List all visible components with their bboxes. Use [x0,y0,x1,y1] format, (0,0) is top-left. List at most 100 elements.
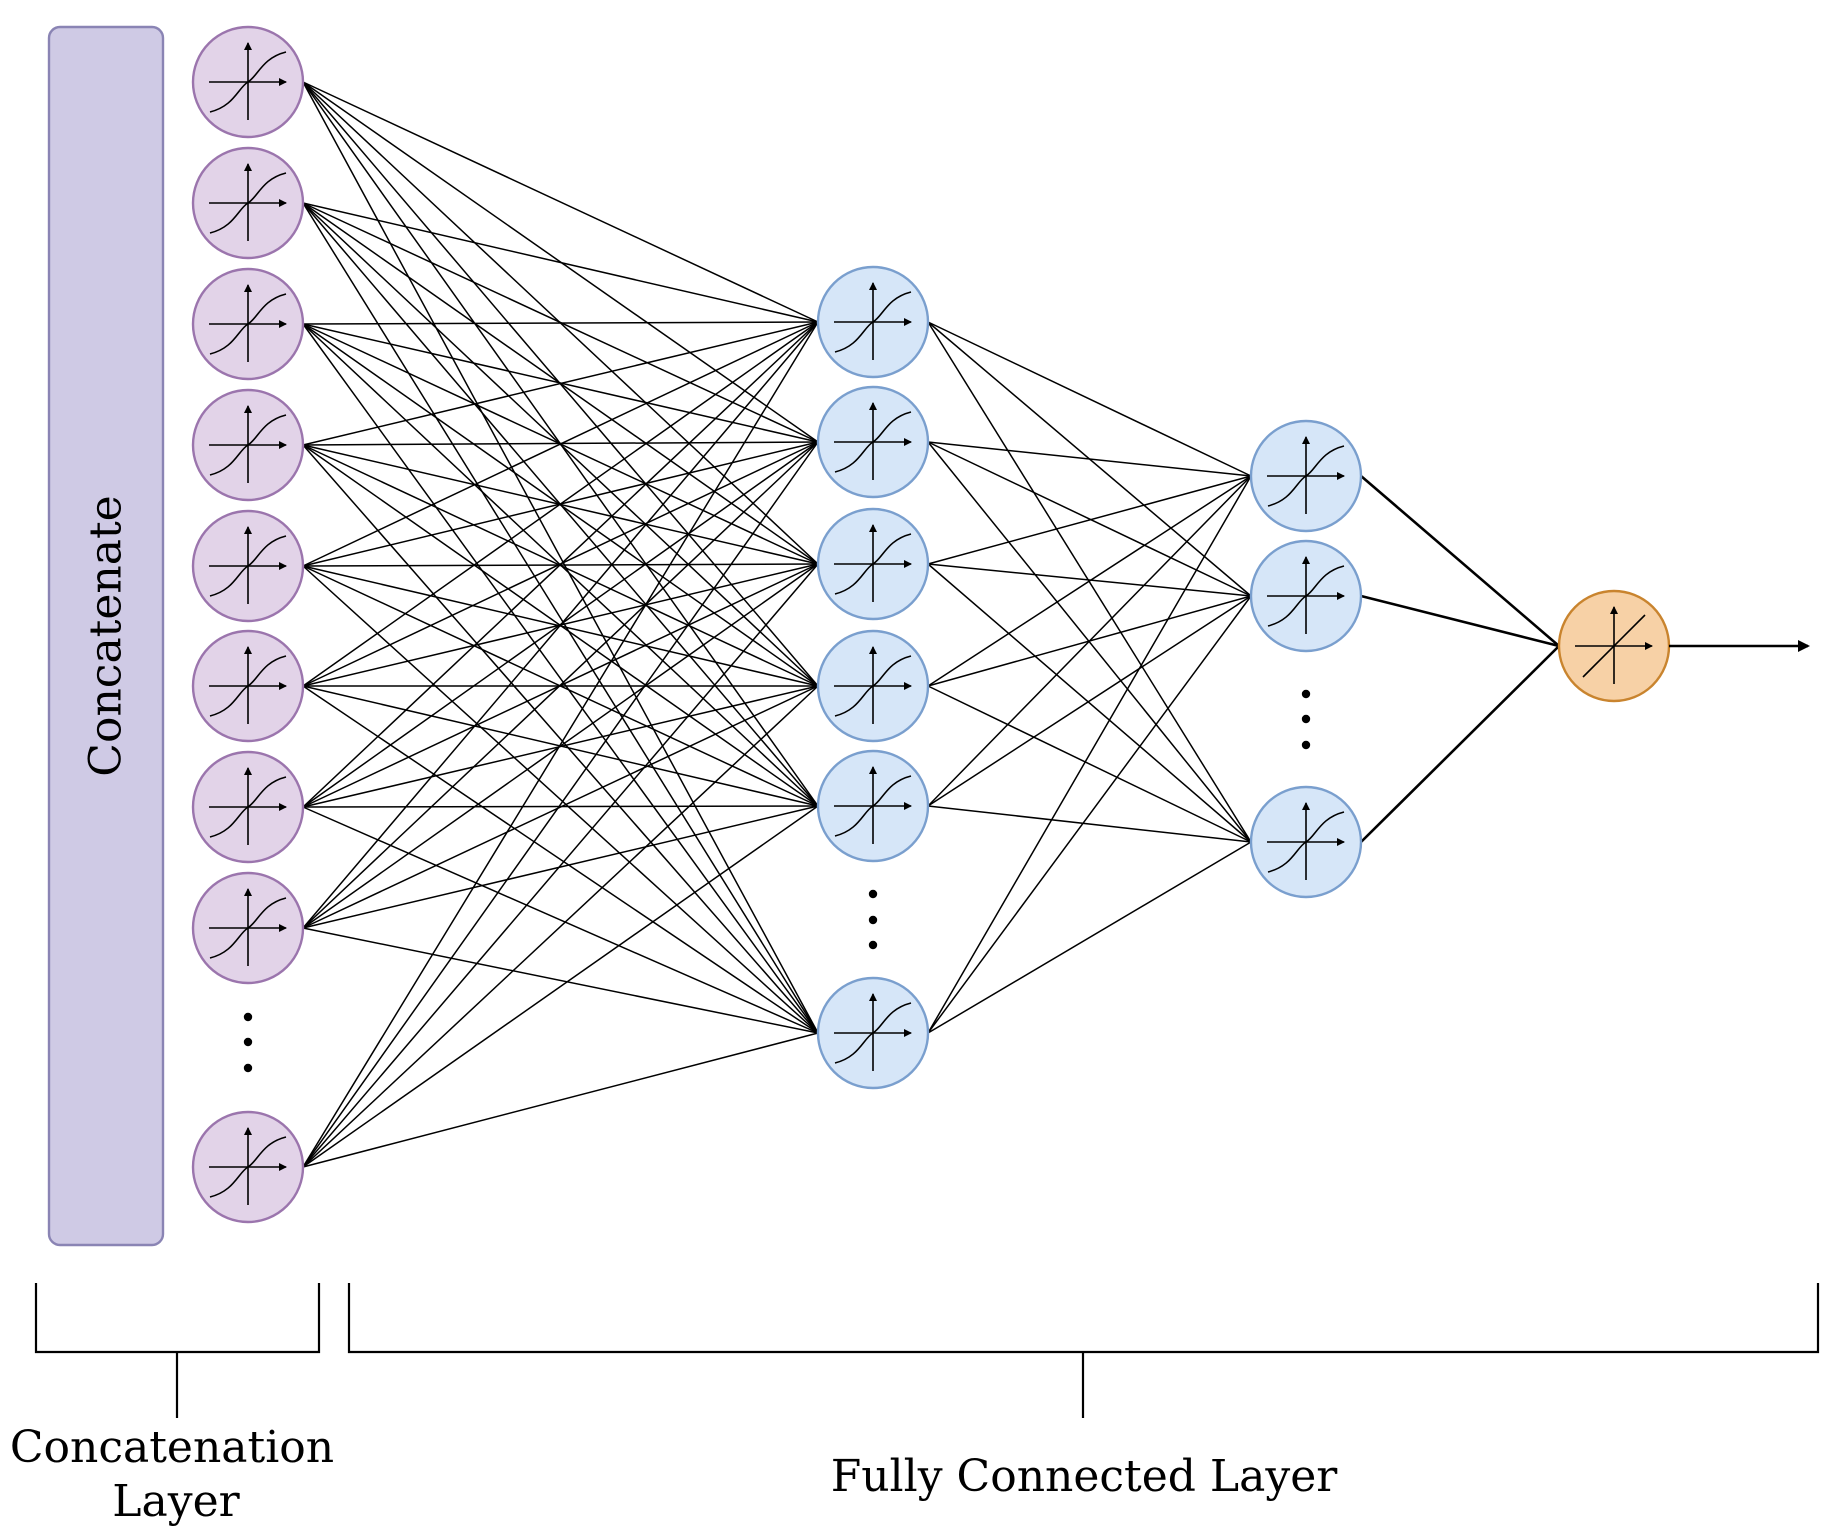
ellipsis-dot-hidden2-0 [1301,689,1311,699]
neuron-input-4 [191,509,305,623]
neuron-hidden1-4 [816,749,930,863]
connection-hidden2-2-to-output-0 [1360,645,1560,843]
neuron-hidden2-2 [1249,785,1363,899]
concatenate-label: Concatenate [81,495,132,776]
connection-input-8-to-hidden1-2 [302,563,819,1168]
connection-hidden1-2-to-hidden2-1 [927,563,1252,597]
ellipsis-dot-hidden2-2 [1301,740,1311,750]
sigmoid-activation-icon [834,646,912,724]
connection-input-2-to-hidden1-5 [302,323,819,1034]
ellipsis-dot-hidden2-1 [1301,714,1311,724]
connection-input-3-to-hidden1-5 [302,444,819,1034]
connection-hidden1-3-to-hidden2-0 [927,475,1252,687]
connection-hidden1-5-to-hidden2-1 [927,595,1252,1034]
sigmoid-activation-icon [834,993,912,1071]
connection-input-8-to-hidden1-1 [302,441,819,1168]
connection-hidden1-2-to-hidden2-0 [927,475,1252,565]
connection-hidden1-1-to-hidden2-0 [927,441,1252,477]
ellipsis-dot-hidden1-0 [868,889,878,899]
neuron-hidden2-1 [1249,539,1363,653]
neuron-hidden1-5 [816,976,930,1090]
fully-connected-layer-bracket [347,1283,1820,1418]
ellipsis-dot-hidden1-1 [868,915,878,925]
connection-input-7-to-hidden1-0 [302,321,819,929]
neuron-output-0 [1557,589,1671,703]
sigmoid-activation-icon [834,282,912,360]
sigmoid-activation-icon [834,402,912,480]
connection-hidden1-0-to-hidden2-2 [927,321,1252,843]
sigmoid-activation-icon [209,1127,287,1205]
connection-hidden2-1-to-output-0 [1360,594,1560,648]
ellipsis-dots [243,689,1311,1073]
connection-hidden1-3-to-hidden2-2 [927,685,1252,843]
connection-hidden1-0-to-hidden2-0 [927,321,1252,477]
connection-input-7-to-hidden1-3 [302,685,819,929]
connection-input-8-to-hidden1-4 [302,805,819,1168]
neuron-input-1 [191,146,305,260]
connection-hidden1-5-to-hidden2-2 [927,841,1252,1034]
connection-input-0-to-hidden1-5 [302,81,819,1034]
neuron-hidden2-0 [1249,419,1363,533]
ellipsis-dot-input-1 [243,1037,253,1047]
ellipsis-dot-input-2 [243,1063,253,1073]
connection-input-7-to-hidden1-5 [302,927,819,1034]
sigmoid-activation-icon [1267,436,1345,514]
connection-input-7-to-hidden1-4 [302,805,819,929]
sigmoid-activation-icon [209,767,287,845]
neuron-hidden1-2 [816,507,930,621]
sigmoid-activation-icon [209,526,287,604]
neuron-input-7 [191,871,305,985]
neuron-nodes [191,25,1671,1224]
sigmoid-activation-icon [1267,556,1345,634]
connection-hidden1-5-to-hidden2-0 [927,475,1252,1034]
neuron-input-6 [191,750,305,864]
neuron-input-5 [191,629,305,743]
connection-lines [302,81,1560,1168]
sigmoid-activation-icon [834,766,912,844]
connection-input-8-to-hidden1-0 [302,321,819,1168]
neuron-hidden1-3 [816,629,930,743]
sigmoid-activation-icon [209,163,287,241]
connection-input-7-to-hidden1-2 [302,563,819,929]
fully-connected-layer-label: Fully Connected Layer [831,1451,1339,1502]
connection-input-3-to-hidden1-0 [302,321,819,446]
sigmoid-activation-icon [834,524,912,602]
concatenation-layer-bracket [34,1283,321,1418]
sigmoid-activation-icon [209,888,287,966]
linear-activation-icon [1575,606,1653,684]
sigmoid-activation-icon [1267,802,1345,880]
concatenation-layer-label-line2: Layer [112,1476,240,1527]
sigmoid-activation-icon [209,405,287,483]
connection-hidden1-2-to-hidden2-2 [927,563,1252,843]
neuron-input-0 [191,25,305,139]
connection-input-5-to-hidden1-5 [302,685,819,1034]
connection-hidden1-4-to-hidden2-2 [927,805,1252,843]
connection-hidden1-4-to-hidden2-1 [927,595,1252,807]
connection-input-1-to-hidden1-0 [302,202,819,323]
connection-hidden2-0-to-output-0 [1360,475,1560,647]
connection-input-7-to-hidden1-1 [302,441,819,929]
connection-input-8-to-hidden1-5 [302,1032,819,1168]
connection-input-8-to-hidden1-3 [302,685,819,1168]
connection-input-1-to-hidden1-5 [302,202,819,1034]
connection-input-2-to-hidden1-0 [302,321,819,325]
neuron-input-8 [191,1110,305,1224]
neuron-hidden1-1 [816,385,930,499]
connection-input-0-to-hidden1-0 [302,81,819,323]
neuron-input-3 [191,388,305,502]
concatenation-layer-label-line1: Concatenation [10,1422,334,1473]
sigmoid-activation-icon [209,646,287,724]
ellipsis-dot-hidden1-2 [868,940,878,950]
neuron-input-2 [191,267,305,381]
connection-input-5-to-hidden1-0 [302,321,819,687]
connection-input-4-to-hidden1-0 [302,321,819,567]
connection-hidden1-4-to-hidden2-0 [927,475,1252,807]
connection-input-6-to-hidden1-0 [302,321,819,808]
neuron-hidden1-0 [816,265,930,379]
connection-hidden1-1-to-hidden2-1 [927,441,1252,597]
sigmoid-activation-icon [209,42,287,120]
ellipsis-dot-input-0 [243,1012,253,1022]
connection-input-6-to-hidden1-5 [302,806,819,1034]
connection-input-4-to-hidden1-5 [302,565,819,1034]
